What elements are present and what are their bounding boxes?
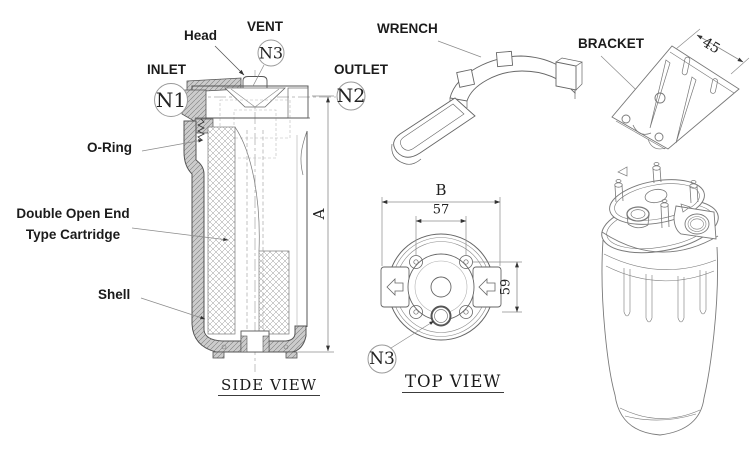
top-port-right [472,266,502,308]
bracket-gusset [675,76,697,144]
callout-n2: N2 [336,85,366,107]
cartridge-label-line1: Double Open End [16,206,130,221]
molded-arrow [617,166,628,177]
callout-n3-bottom: N3 [369,349,395,369]
center-hole [430,276,452,298]
shell-wall [183,120,307,353]
bracket-hole [621,114,631,124]
callout-n3-top: N3 [258,43,284,63]
housing-posts [614,162,699,229]
flow-arrow-left-port [386,278,404,296]
oring-leader-line [141,139,204,152]
bracket-slot [681,56,691,76]
vent-leader-line [252,64,265,87]
housing-3d-drawing [601,162,719,436]
wrench-end-block [555,61,577,91]
bolt-holes [409,255,473,319]
housing-center-hole [644,188,668,204]
dim-45 [675,28,750,75]
dim-59 [473,261,522,313]
top-port-left [380,266,410,308]
wrench-leader-line [437,40,482,58]
outlet-port [287,87,309,119]
top-view-drawing [367,197,522,374]
foot-right [285,351,298,359]
cutaway-curve [234,126,260,252]
top-n3-leader-line [390,320,435,349]
bracket-label: BRACKET [578,36,644,51]
dim-57 [415,216,467,255]
dim-57-text: 57 [432,202,450,218]
callout-circle-n1 [154,83,188,117]
housing-body [601,239,718,436]
bracket-outline [611,45,740,150]
housing-vent-boss [626,206,650,222]
housing-port-thread [684,213,710,235]
molded-arrow [680,203,691,213]
bracket-hole [654,132,664,142]
side-view-caption: SIDE VIEW [218,376,321,396]
oring-label: O-Ring [87,140,132,155]
bracket-hole [654,92,666,104]
head-label: Head [184,28,218,43]
dim-b-text: B [435,181,447,199]
dim-a-text: A [310,208,328,220]
wrench-drawing [391,40,583,165]
wrench-label: WRENCH [377,21,438,36]
wrench-lug [495,50,514,68]
wrench-lug [456,68,476,88]
outlet-label: OUTLET [334,62,388,77]
callout-n1: N1 [155,88,187,112]
cartridge-hatch-left [207,126,236,335]
foot-left [212,351,225,359]
shell-label: Shell [98,287,131,302]
callout-circle-n3-bottom [367,344,397,374]
top-view-caption: TOP VIEW [402,372,505,393]
dim-59-text: 59 [498,278,514,296]
wrench-handle [393,97,476,158]
flow-arrow-right-port [478,278,496,296]
bracket-notch [632,124,652,135]
cartridge-label-line2: Type Cartridge [25,227,121,242]
oring-detail [197,118,205,141]
inlet-label: INLET [147,62,186,77]
callout-circle-n3-top [257,39,285,67]
bracket-drawing [600,28,750,150]
cartridge-leader-line [131,227,229,242]
housing-ribs [623,268,707,323]
vent-label: VENT [247,19,284,34]
vent-funnel [223,87,287,108]
dim-b [381,197,501,266]
dim-a [298,95,334,353]
callout-circle-n2 [336,81,366,111]
bracket-gusset [649,59,671,129]
head-leader-line [214,45,245,76]
cartridge-label: Double Open End Type Cartridge [8,203,138,245]
side-view-drawing [131,39,366,372]
shell-leader-line [140,297,206,320]
cartridge-hatch-right [258,250,290,335]
bracket-slot [710,78,718,94]
